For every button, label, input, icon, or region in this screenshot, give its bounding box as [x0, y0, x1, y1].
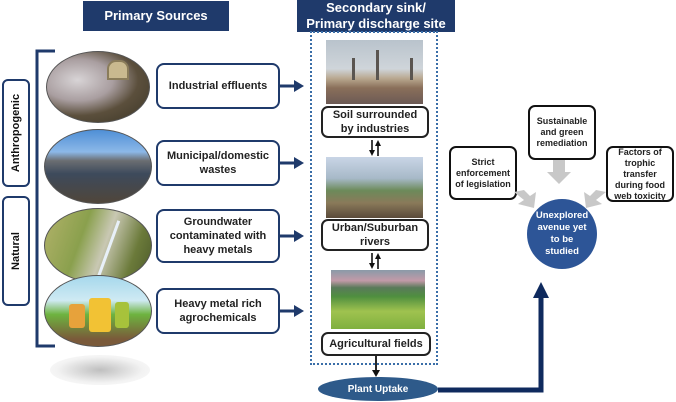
arrow-to-plant-uptake [372, 356, 380, 377]
source-box-groundwater: Groundwater contaminated with heavy meta… [156, 209, 280, 263]
topic-remediation: Sustainable and green remediation [528, 105, 596, 160]
sink-box-soil: Soil surrounded by industries [321, 106, 429, 138]
sink-box-rivers: Urban/Suburban rivers [321, 219, 429, 251]
decorative-shadow [50, 355, 150, 385]
rice-fields-image [331, 270, 425, 329]
gray-convergence-arrows [514, 160, 606, 208]
topic-trophic-transfer: Factors of trophic transfer during food … [606, 146, 674, 202]
topic-legislation: Strict enforcement of legislation [449, 146, 517, 200]
anthropogenic-label: Anthropogenic [2, 79, 30, 187]
primary-sources-header: Primary Sources [83, 1, 229, 31]
anthropogenic-text: Anthropogenic [10, 93, 22, 173]
sink-container [310, 31, 438, 365]
natural-label: Natural [2, 196, 30, 306]
plant-uptake-node: Plant Uptake [318, 377, 438, 401]
bidirectional-arrow-soil-rivers [369, 140, 381, 156]
groundwater-pump-image [44, 208, 152, 283]
secondary-sink-header: Secondary sink/ Primary discharge site [297, 0, 455, 32]
industrial-effluent-pipe-image [46, 51, 150, 123]
arrow-from-trophic [584, 190, 606, 208]
source-arrows [280, 80, 304, 317]
arrow-from-legislation [514, 190, 536, 208]
source-box-industrial-effluents: Industrial effluents [156, 63, 280, 109]
agrochemical-containers-image [44, 275, 152, 347]
bidirectional-arrow-rivers-fields [369, 253, 381, 269]
garbage-dump-image [44, 129, 152, 204]
unexplored-avenue-circle: Unexplored avenue yet to be studied [527, 199, 597, 269]
riverbank-tree-image [326, 157, 423, 218]
natural-text: Natural [10, 232, 22, 270]
sink-box-agricultural: Agricultural fields [321, 332, 431, 356]
arrow-from-remediation [547, 160, 571, 184]
grouping-bracket [35, 49, 55, 348]
arrow-uptake-to-research [438, 282, 549, 393]
source-box-agrochemicals: Heavy metal rich agrochemicals [156, 288, 280, 334]
factory-smokestacks-waste-image [326, 40, 423, 104]
source-box-municipal-wastes: Municipal/domestic wastes [156, 140, 280, 186]
